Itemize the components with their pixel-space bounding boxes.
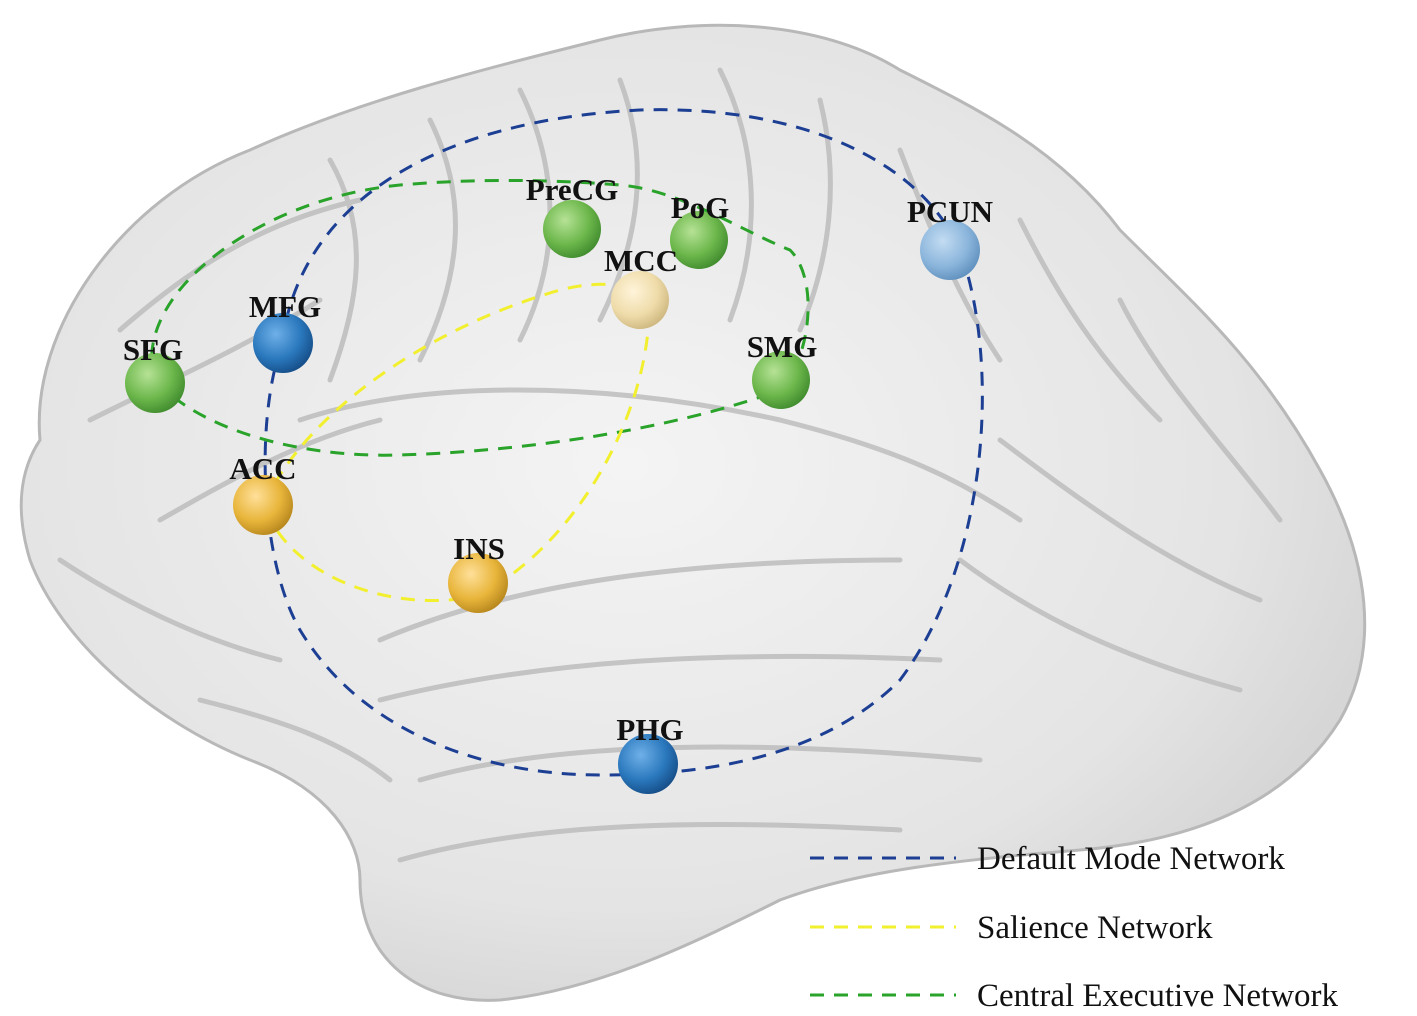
region-node-sfg[interactable]: SFG (123, 332, 185, 413)
legend-item-cen: Central Executive Network (810, 978, 1339, 1014)
legend-item-sn: Salience Network (810, 910, 1213, 946)
region-label-mcc: MCC (604, 243, 678, 278)
region-node-mfg[interactable]: MFG (249, 289, 321, 373)
region-node-smg[interactable]: SMG (747, 329, 818, 409)
region-node-acc[interactable]: ACC (229, 451, 297, 535)
dmn-connection-loop (263, 108, 984, 777)
region-node-ins[interactable]: INS (448, 531, 508, 613)
cen-connection-loop (150, 178, 810, 457)
region-node-pcun[interactable]: PCUN (907, 194, 993, 280)
region-node-phg[interactable]: PHG (616, 712, 684, 794)
region-label-ins: INS (453, 531, 505, 566)
legend-label-dmn: Default Mode Network (977, 841, 1285, 877)
region-label-pog: PoG (671, 190, 730, 225)
region-node-pog[interactable]: PoG (670, 190, 729, 269)
legend: Default Mode Network Salience Network Ce… (810, 841, 1339, 1014)
region-label-mfg: MFG (249, 289, 321, 324)
region-label-precg: PreCG (526, 172, 618, 207)
region-label-pcun: PCUN (907, 194, 993, 229)
legend-label-sn: Salience Network (977, 910, 1213, 946)
region-node-mcc[interactable]: MCC (604, 243, 678, 329)
legend-item-dmn: Default Mode Network (810, 841, 1285, 877)
region-node-precg[interactable]: PreCG (526, 172, 618, 258)
region-label-phg: PHG (616, 712, 683, 747)
region-label-smg: SMG (747, 329, 818, 364)
legend-label-cen: Central Executive Network (977, 978, 1339, 1014)
brain-surface (19, 23, 1367, 1002)
sn-connection-loop (262, 282, 652, 603)
region-label-sfg: SFG (123, 332, 183, 367)
region-label-acc: ACC (229, 451, 296, 486)
